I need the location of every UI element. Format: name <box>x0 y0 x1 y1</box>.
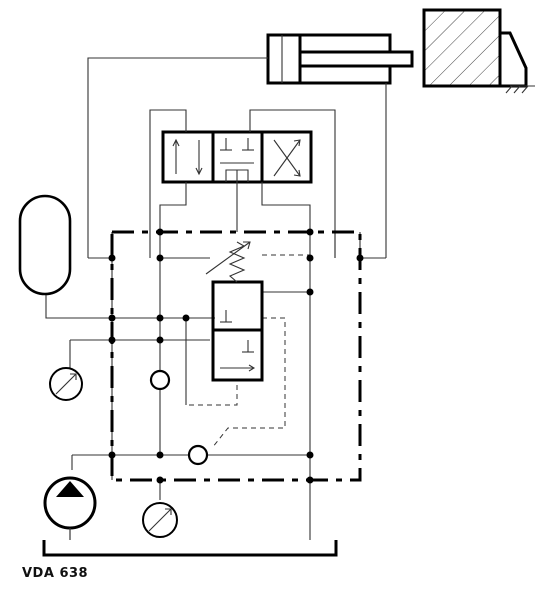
diagram-caption: VDA 638 <box>22 566 89 581</box>
pressure-gauge-upper <box>49 367 83 401</box>
tank-reservoir <box>42 540 338 557</box>
pilot-lines <box>185 254 310 449</box>
pressure-gauge-lower <box>142 502 178 538</box>
accumulator <box>18 194 72 296</box>
junction-dots <box>108 228 364 484</box>
hydraulic-pump <box>43 476 97 540</box>
control-block-boundary <box>110 230 362 482</box>
hydraulic-cylinder <box>266 33 414 85</box>
load-mass <box>422 8 535 94</box>
check-valve-lower <box>187 444 209 466</box>
pressure-control-valve <box>205 241 264 382</box>
pipe-lines <box>45 57 387 540</box>
check-valve-upper <box>149 369 171 391</box>
